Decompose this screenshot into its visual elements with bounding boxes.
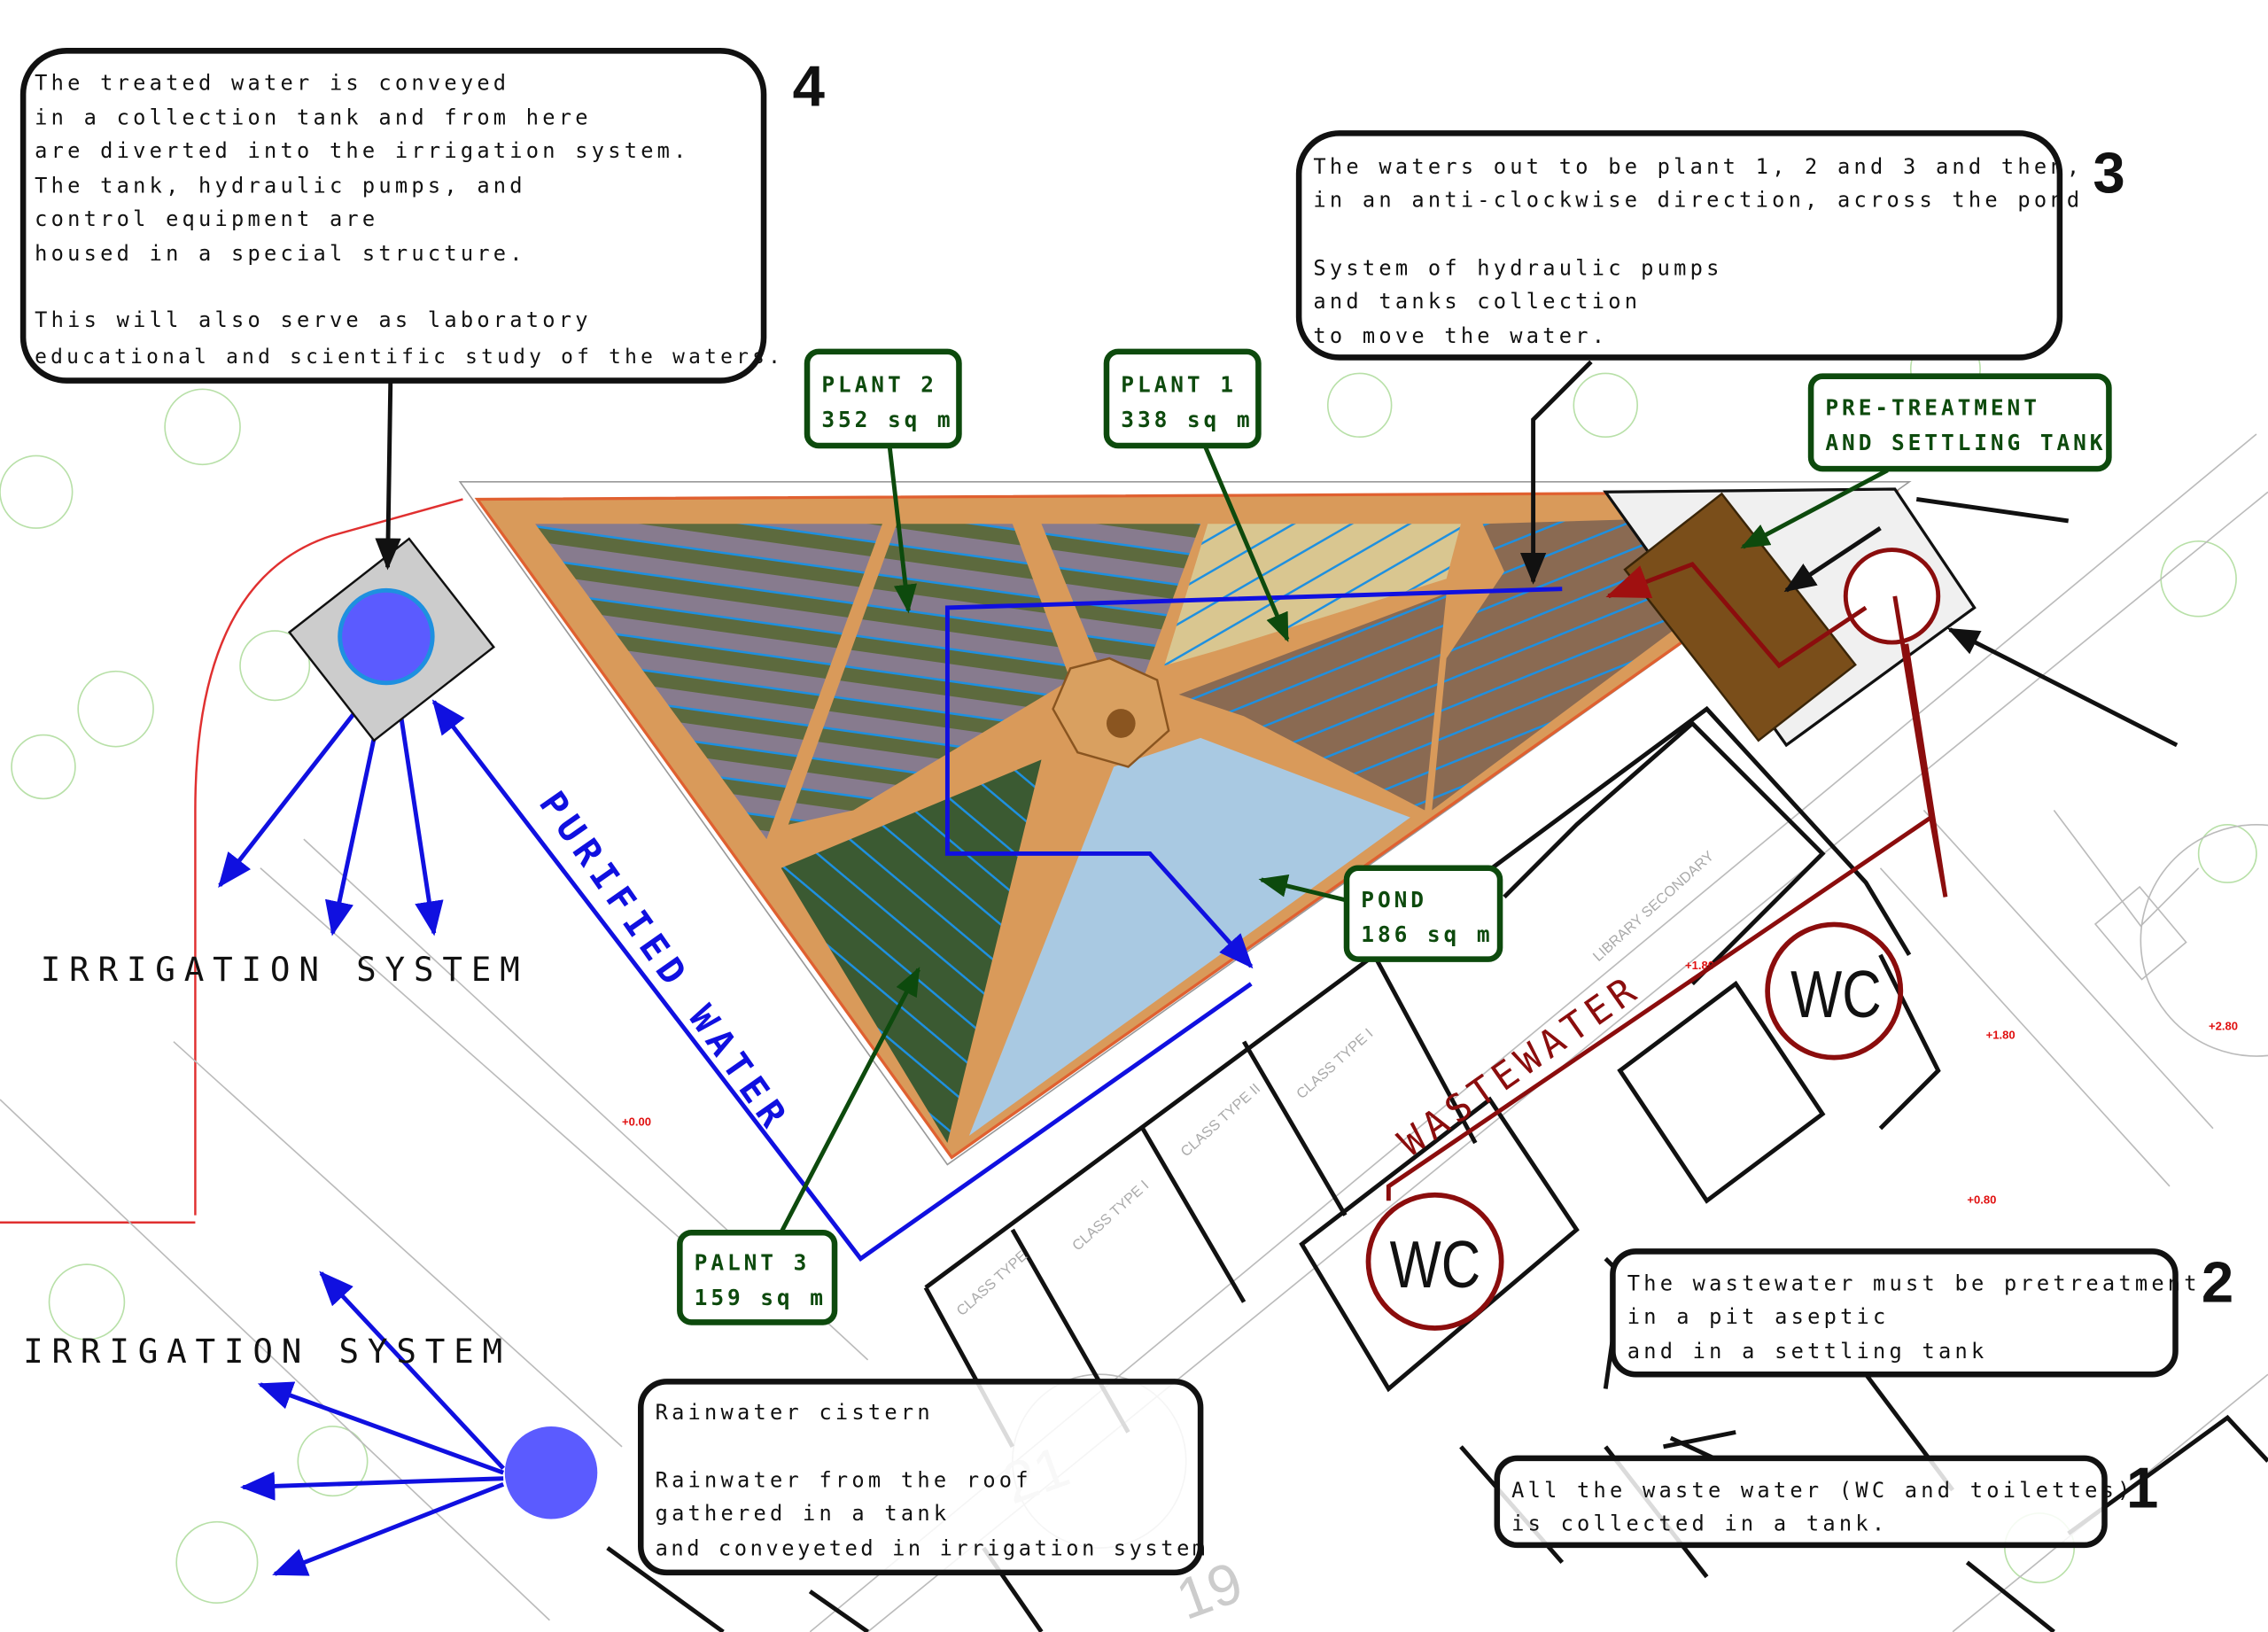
level-marker: +0.80 xyxy=(1967,1193,1996,1207)
plan-label-class: CLASS TYPE I xyxy=(1069,1177,1152,1255)
pretreatment-structure xyxy=(1603,487,1977,748)
label-name: POND xyxy=(1361,887,1427,913)
label-name: PLANT 1 xyxy=(1121,372,1237,398)
note-line: gathered in a tank xyxy=(656,1501,951,1526)
note-line: are diverted into the irrigation system. xyxy=(35,138,690,163)
note-line: in an anti-clockwise direction, across t… xyxy=(1313,188,2083,213)
step-number: 4 xyxy=(793,53,825,118)
note-line: The wastewater must be pretreatment xyxy=(1627,1271,2201,1296)
note-line: The treated water is conveyed xyxy=(35,70,509,95)
level-marker: +2.80 xyxy=(2209,1020,2238,1033)
wc-symbol: WC xyxy=(1390,1227,1481,1302)
note-line: System of hydraulic pumps xyxy=(1313,255,1722,280)
level-marker: +0.00 xyxy=(622,1115,651,1128)
wc-symbol: WC xyxy=(1790,957,1882,1031)
label-pretreatment-tank: PRE-TREATMENT AND SETTLING TANK xyxy=(1807,373,2112,472)
plant-2-field xyxy=(535,524,882,840)
note-line: educational and scientific study of the … xyxy=(35,346,784,369)
label-name: PALNT 3 xyxy=(695,1250,811,1276)
plant-1-field xyxy=(1178,593,1447,811)
note-line: and tanks collection xyxy=(1313,289,1641,314)
note-line: The tank, hydraulic pumps, and xyxy=(35,173,526,198)
plan-label-class: CLASS TYPE I xyxy=(1293,1025,1376,1102)
label-area: 352 sq m xyxy=(821,407,953,432)
note-step-1: All the waste water (WC and toilettes) i… xyxy=(1494,1455,2158,1549)
septic-pit xyxy=(1843,548,1941,645)
step-number: 3 xyxy=(2093,140,2124,205)
purified-water-flow xyxy=(218,587,1563,1576)
pond xyxy=(968,737,1410,1136)
note-rainwater-cistern: Rainwater cistern Rainwater from the roo… xyxy=(638,1379,1208,1576)
note-line: The waters out to be plant 1, 2 and 3 an… xyxy=(1313,154,2083,179)
note-line: in a pit aseptic xyxy=(1627,1304,1890,1329)
label-line: PRE-TREATMENT xyxy=(1825,395,2039,421)
label-plant-3: PALNT 3 159 sq m xyxy=(677,1229,838,1325)
note-line: in a collection tank and from here xyxy=(35,105,592,130)
note-line: This will also serve as laboratory xyxy=(35,307,592,332)
wastewater-flow xyxy=(1365,562,1948,1331)
step-number: 2 xyxy=(2202,1250,2233,1315)
note-line: and in a settling tank xyxy=(1627,1339,1988,1364)
label-pond: POND 186 sq m xyxy=(1343,865,1503,962)
collection-tank xyxy=(287,537,495,742)
label-area: 186 sq m xyxy=(1361,921,1493,947)
plant-2-field xyxy=(788,524,1071,825)
irrigation-system-label: IRRIGATION SYSTEM xyxy=(23,1332,511,1371)
note-line: Rainwater from the roof xyxy=(656,1468,1032,1493)
note-step-3: The waters out to be plant 1, 2 and 3 an… xyxy=(1295,130,2125,361)
rainwater-cistern-tank xyxy=(504,1426,598,1519)
leader-lines xyxy=(375,360,2179,1461)
phytodepuration-garden xyxy=(458,481,1912,1166)
note-line: is collected in a tank. xyxy=(1511,1512,1888,1536)
note-step-2: The wastewater must be pretreatment in a… xyxy=(1610,1248,2233,1378)
wastewater-label: WASTEWATER xyxy=(1391,967,1649,1165)
note-line: control equipment are xyxy=(35,206,378,231)
note-step-4: The treated water is conveyed in a colle… xyxy=(19,48,825,384)
label-plant-2: PLANT 2 352 sq m xyxy=(804,348,962,449)
label-name: PLANT 2 xyxy=(821,372,937,398)
label-area: 338 sq m xyxy=(1121,407,1253,432)
plan-label-library: LIBRARY SECONDARY xyxy=(1590,848,1718,965)
green-leader-lines xyxy=(779,445,1889,1234)
note-line: to move the water. xyxy=(1313,323,1608,348)
central-hub xyxy=(1052,657,1170,768)
note-line: housed in a special structure. xyxy=(35,241,526,266)
irrigation-system-label: IRRIGATION SYSTEM xyxy=(41,950,529,989)
label-plant-1: PLANT 1 338 sq m xyxy=(1103,348,1262,449)
level-marker: +1.80 xyxy=(1986,1028,2016,1041)
note-line: and conveyeted in irrigation system xyxy=(656,1535,1208,1560)
note-line: All the waste water (WC and toilettes) xyxy=(1511,1478,2134,1503)
label-line: AND SETTLING TANK xyxy=(1825,430,2106,455)
label-area: 159 sq m xyxy=(695,1285,827,1310)
note-line: Rainwater cistern xyxy=(656,1400,934,1425)
step-number: 1 xyxy=(2126,1455,2158,1519)
